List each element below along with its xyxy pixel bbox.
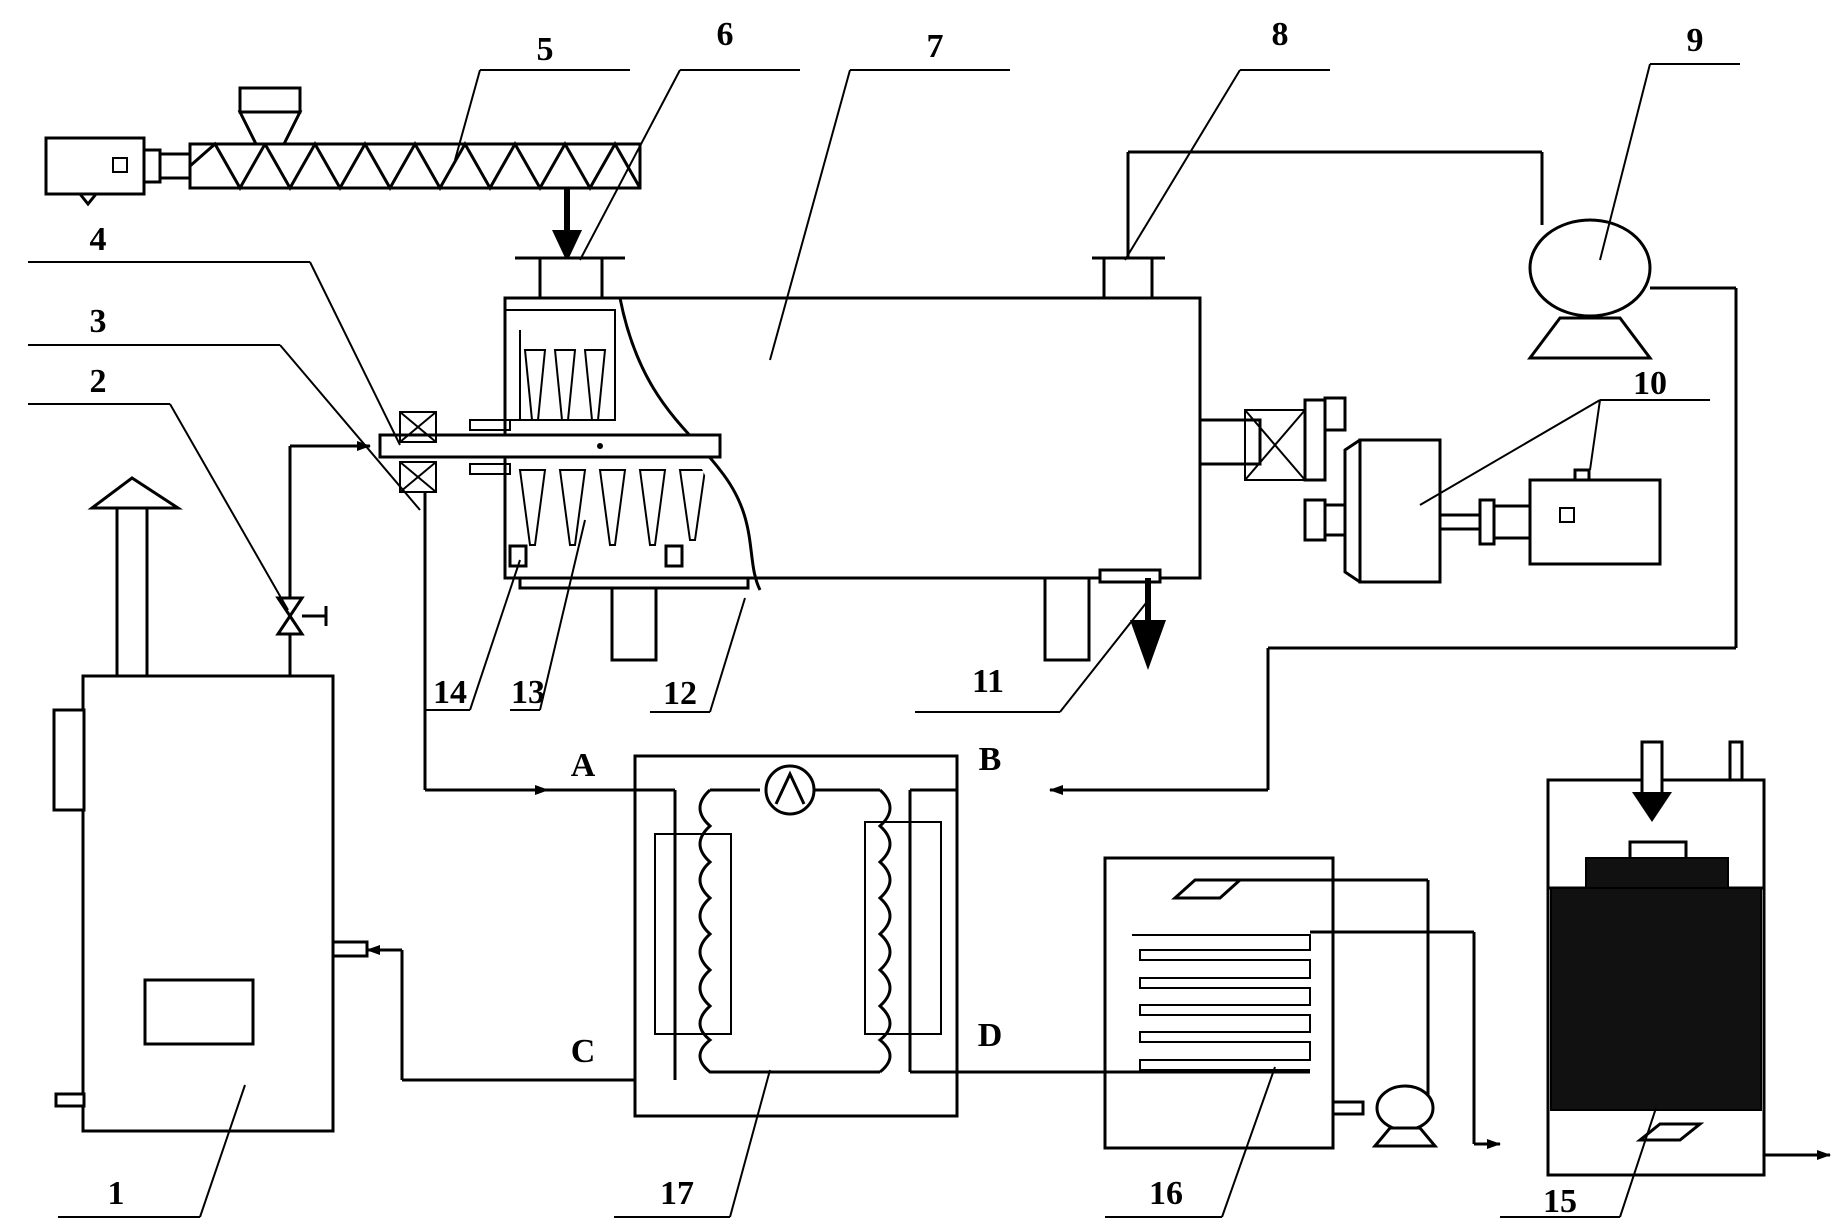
label-15: 15 <box>1543 1183 1577 1220</box>
label-4: 4 <box>90 221 107 258</box>
callout-leaders <box>28 63 1740 1218</box>
label-17: 17 <box>660 1175 694 1212</box>
label-10: 10 <box>1633 365 1667 402</box>
label-5: 5 <box>537 31 554 68</box>
label-16: 16 <box>1149 1175 1183 1212</box>
cooler-unit <box>1030 856 1501 1150</box>
chimney <box>87 476 184 678</box>
circulating-fan <box>1049 150 1738 795</box>
label-11: 11 <box>972 663 1004 700</box>
label-7: 7 <box>927 28 944 65</box>
scrubber-tower <box>1546 740 1831 1177</box>
dryer-drum <box>378 256 1347 670</box>
label-3: 3 <box>90 303 107 340</box>
boiler <box>52 476 369 1133</box>
steam-valve <box>275 441 371 676</box>
label-2: 2 <box>90 363 107 400</box>
label-14: 14 <box>433 674 467 711</box>
port-b: B <box>979 741 1002 778</box>
port-a: A <box>571 747 596 784</box>
label-1: 1 <box>108 1175 125 1212</box>
water-pump <box>1371 1084 1439 1148</box>
component-labels: 5 6 7 8 9 10 4 3 2 14 13 12 11 1 17 16 1… <box>90 16 1704 1220</box>
gear-drive <box>1343 438 1662 584</box>
port-c: C <box>571 1033 596 1070</box>
label-6: 6 <box>717 16 734 53</box>
heat-pump <box>548 754 1030 1118</box>
port-d: D <box>978 1017 1003 1054</box>
label-8: 8 <box>1272 16 1289 53</box>
label-13: 13 <box>511 674 545 711</box>
label-12: 12 <box>663 675 697 712</box>
label-9: 9 <box>1687 22 1704 59</box>
feed-hopper <box>237 86 303 146</box>
screw-feeder <box>44 86 642 262</box>
